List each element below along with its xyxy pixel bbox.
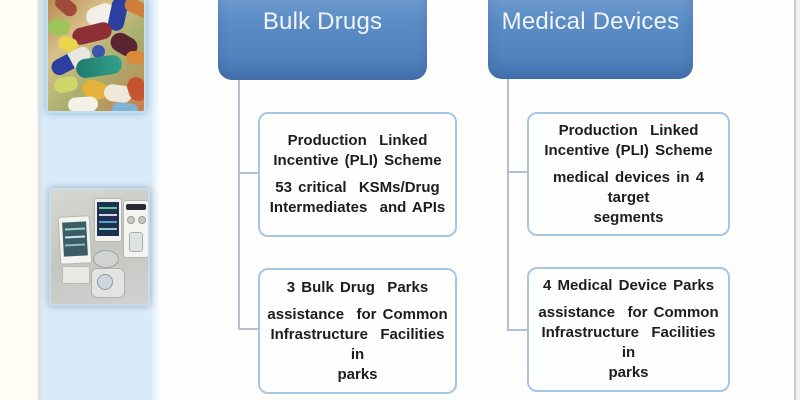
connector-medical-trunk <box>507 79 509 331</box>
node-bulk-drug-parks: 3 Bulk Drug Parks assistance for Common … <box>258 268 457 394</box>
connector-bulk-stub-2 <box>238 328 258 330</box>
node-title: 3 Bulk Drug Parks <box>286 278 429 296</box>
connector-bulk-trunk <box>238 80 240 330</box>
node-bulk-pli-scheme: Production Linked Incentive (PLI) Scheme… <box>258 112 457 237</box>
connector-medical-stub-1 <box>507 171 528 173</box>
node-medical-device-parks: 4 Medical Device Parks assistance for Co… <box>527 267 730 392</box>
pills-photo <box>46 0 146 113</box>
window-right-edge-track <box>796 0 800 400</box>
window-right-edge-line <box>794 0 796 400</box>
node-title: Production Linked Incentive (PLI) Scheme <box>273 132 442 169</box>
node-body: assistance for Common Infrastructure Fac… <box>267 305 448 383</box>
header-medical-devices-label: Medical Devices <box>501 7 680 35</box>
connector-medical-stub-2 <box>507 329 528 331</box>
node-body: 53 critical KSMs/Drug Intermediates and … <box>269 179 446 216</box>
sidebar-fade <box>151 0 160 400</box>
node-medical-pli-scheme: Production Linked Incentive (PLI) Scheme… <box>527 112 730 236</box>
node-title: 4 Medical Device Parks <box>542 277 715 294</box>
sidebar-margin <box>0 0 40 400</box>
header-bulk-drugs-label: Bulk Drugs <box>262 8 383 35</box>
connector-bulk-stub-1 <box>238 172 258 174</box>
node-body: assistance for Common Infrastructure Fac… <box>538 304 719 381</box>
node-body: medical devices in 4 target segments <box>552 168 705 226</box>
medical-equipment-photo <box>49 188 150 306</box>
header-bulk-drugs: Bulk Drugs <box>218 0 427 80</box>
header-medical-devices: Medical Devices <box>488 0 693 79</box>
node-title: Production Linked Incentive (PLI) Scheme <box>544 121 713 159</box>
sidebar-edge-line <box>37 0 43 400</box>
